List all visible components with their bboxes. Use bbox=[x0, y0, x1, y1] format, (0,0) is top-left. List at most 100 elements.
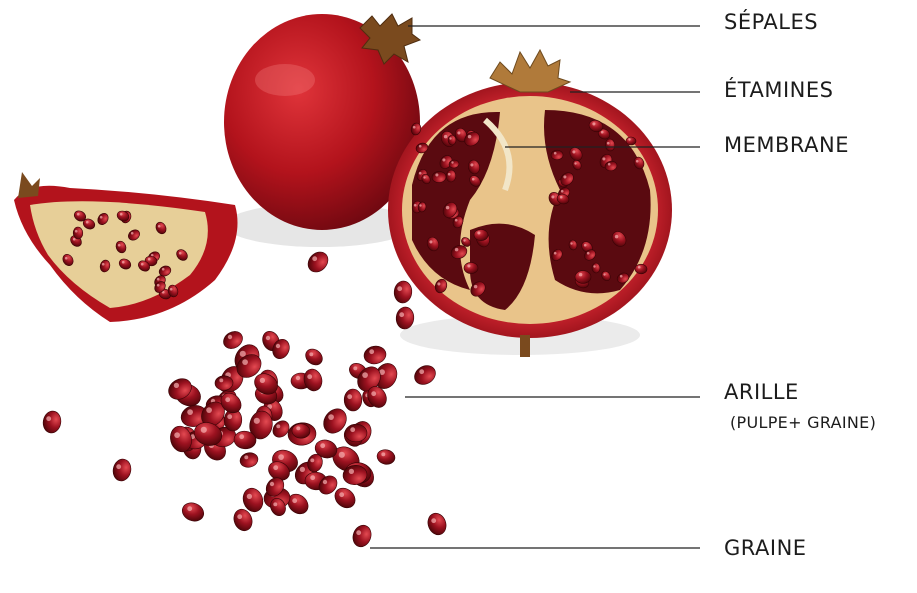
aril-highlight bbox=[300, 467, 305, 472]
aril-highlight bbox=[328, 414, 334, 420]
aril-highlight bbox=[449, 137, 451, 139]
aril-highlight bbox=[584, 244, 587, 247]
aril-highlight bbox=[399, 312, 404, 317]
aril bbox=[239, 451, 260, 469]
aril-highlight bbox=[86, 221, 89, 224]
aril-highlight bbox=[242, 359, 248, 365]
aril-highlight bbox=[477, 231, 480, 234]
label-graine: GRAINE bbox=[724, 536, 807, 560]
aril bbox=[363, 344, 388, 365]
aril-highlight bbox=[141, 263, 144, 266]
aril-highlight bbox=[100, 216, 103, 219]
aril-highlight bbox=[463, 239, 465, 241]
aril bbox=[302, 346, 325, 368]
aril-highlight bbox=[593, 265, 595, 267]
aril-highlight bbox=[467, 264, 470, 267]
aril-highlight bbox=[602, 157, 605, 160]
aril-highlight bbox=[276, 424, 280, 428]
aril-highlight bbox=[369, 349, 374, 354]
aril-highlight bbox=[244, 455, 248, 459]
aril-highlight bbox=[120, 213, 123, 216]
quarter-piece bbox=[14, 172, 238, 322]
aril-highlight bbox=[174, 432, 180, 438]
aril-highlight bbox=[628, 138, 630, 140]
aril-highlight bbox=[170, 288, 173, 291]
aril bbox=[395, 306, 414, 329]
aril-highlight bbox=[237, 514, 242, 519]
aril-highlight bbox=[239, 434, 244, 439]
aril-highlight bbox=[116, 464, 121, 469]
aril-highlight bbox=[179, 252, 182, 255]
aril-highlight bbox=[131, 232, 134, 235]
aril-highlight bbox=[371, 391, 376, 396]
aril-highlight bbox=[296, 376, 300, 380]
aril-highlight bbox=[437, 282, 440, 285]
aril bbox=[344, 389, 362, 411]
aril-highlight bbox=[413, 126, 416, 129]
aril-highlight bbox=[419, 145, 422, 148]
aril-highlight bbox=[601, 131, 604, 134]
aril-highlight bbox=[320, 443, 325, 448]
aril-highlight bbox=[273, 502, 277, 506]
aril-highlight bbox=[296, 426, 300, 430]
aril-highlight bbox=[554, 252, 557, 255]
label-arille: ARILLE bbox=[724, 380, 799, 404]
aril-highlight bbox=[419, 369, 424, 374]
aril-highlight bbox=[247, 494, 252, 499]
aril-highlight bbox=[560, 196, 563, 199]
half-aril bbox=[448, 135, 456, 145]
aril bbox=[215, 375, 233, 390]
aril-highlight bbox=[118, 244, 121, 247]
aril-highlight bbox=[339, 452, 345, 458]
aril-highlight bbox=[102, 263, 105, 266]
aril-highlight bbox=[444, 135, 448, 139]
aril bbox=[350, 523, 374, 550]
aril-highlight bbox=[148, 258, 151, 261]
aril-highlight bbox=[381, 452, 385, 456]
aril-highlight bbox=[468, 135, 472, 139]
half-aril bbox=[635, 264, 647, 274]
aril-highlight bbox=[448, 173, 451, 176]
aril-highlight bbox=[353, 366, 357, 370]
aril-highlight bbox=[339, 492, 344, 497]
half-aril bbox=[464, 262, 478, 273]
aril-highlight bbox=[187, 409, 193, 415]
aril-highlight bbox=[435, 173, 438, 176]
aril-highlight bbox=[472, 178, 475, 181]
aril-highlight bbox=[423, 176, 425, 178]
label-sepales: SÉPALES bbox=[724, 10, 818, 34]
aril bbox=[411, 362, 439, 388]
aril bbox=[180, 500, 207, 525]
aril-highlight bbox=[620, 275, 623, 278]
half-aril bbox=[575, 271, 591, 284]
aril-highlight bbox=[579, 273, 583, 277]
aril-highlight bbox=[254, 418, 260, 424]
aril-highlight bbox=[451, 161, 453, 163]
aril-highlight bbox=[608, 163, 611, 166]
half-aril bbox=[592, 263, 600, 273]
aril-highlight bbox=[260, 378, 265, 383]
stem bbox=[520, 335, 530, 357]
aril bbox=[111, 457, 133, 482]
aril-highlight bbox=[457, 131, 460, 134]
aril-highlight bbox=[309, 352, 313, 356]
aril-highlight bbox=[455, 248, 459, 252]
aril-highlight bbox=[75, 230, 78, 233]
aril-highlight bbox=[350, 427, 355, 432]
aril-highlight bbox=[561, 190, 564, 193]
aril-highlight bbox=[162, 268, 165, 271]
aril-highlight bbox=[349, 469, 354, 474]
aril-highlight bbox=[554, 152, 557, 155]
aril bbox=[302, 367, 325, 393]
aril-highlight bbox=[228, 335, 232, 339]
aril-highlight bbox=[607, 142, 610, 145]
aril-highlight bbox=[419, 204, 421, 206]
aril-highlight bbox=[563, 175, 566, 178]
aril-highlight bbox=[122, 261, 125, 264]
aril-highlight bbox=[572, 150, 575, 153]
aril-highlight bbox=[158, 225, 161, 228]
aril-highlight bbox=[397, 286, 402, 291]
aril-highlight bbox=[638, 266, 641, 269]
aril-highlight bbox=[362, 372, 368, 378]
aril bbox=[425, 511, 449, 538]
